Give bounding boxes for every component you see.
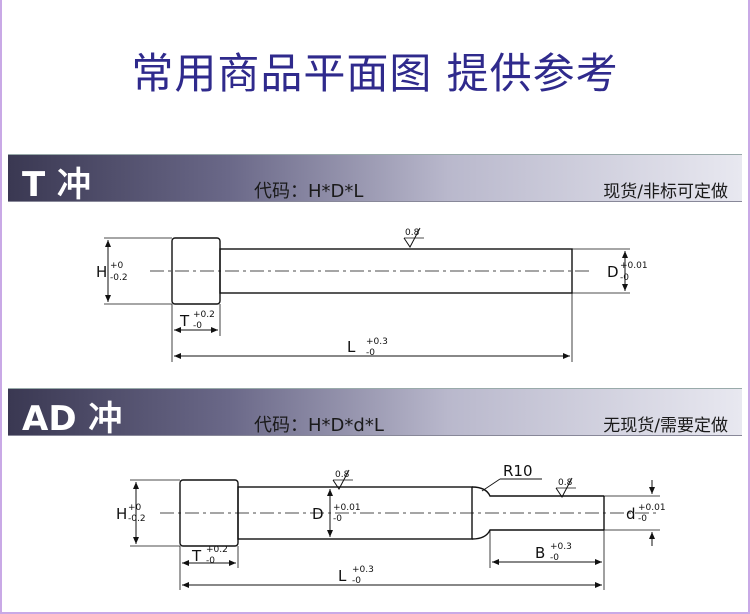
dim-t-label: T	[191, 547, 202, 565]
dim-h-lower: -0.2	[110, 273, 128, 283]
roughness-symbol	[555, 477, 573, 498]
dim-small-d-lower: -0	[638, 514, 647, 524]
roughness-value: 0.8	[405, 228, 420, 238]
dim-l-upper: +0.3	[366, 337, 388, 347]
fillet-top	[471, 486, 604, 497]
dim-t-upper: +0.2	[206, 545, 228, 555]
fillet-bottom	[471, 529, 604, 540]
section-name: T 冲	[22, 165, 92, 205]
page-title: 常用商品平面图 提供参考	[131, 49, 619, 98]
section-band-ad-punch: AD 冲 代码：H*D*d*L 无现货/需要定做	[8, 388, 742, 439]
fillet-radius-label: R10	[503, 462, 533, 480]
section-band-t-punch: T 冲 代码：H*D*L 现货/非标可定做	[8, 154, 742, 205]
dim-t-lower: -0	[206, 556, 215, 566]
dim-l-lower: -0	[352, 576, 361, 586]
section-code: 代码：H*D*L	[254, 181, 364, 202]
dim-h-upper: +0	[128, 503, 142, 513]
section-code: 代码：H*D*d*L	[254, 415, 384, 436]
dim-l-label: L	[347, 338, 356, 356]
dim-t-lower: -0	[193, 321, 202, 331]
dim-h-upper: +0	[110, 261, 124, 271]
dim-t-upper: +0.2	[193, 310, 215, 320]
dim-d-lower: -0	[620, 273, 629, 283]
dim-b-upper: +0.3	[550, 542, 572, 552]
t-punch-drawing	[104, 227, 630, 362]
dim-b-lower: -0	[550, 553, 559, 563]
section-stock-status: 现货/非标可定做	[603, 182, 728, 202]
dim-h-lower: -0.2	[128, 514, 146, 524]
dim-l-lower: -0	[366, 348, 375, 358]
dim-small-d-upper: +0.01	[638, 503, 666, 513]
section-name: AD 冲	[22, 399, 123, 439]
dim-t-label: T	[179, 312, 190, 330]
dim-d-upper: +0.01	[333, 503, 361, 513]
dim-d-label: D	[312, 505, 324, 523]
dim-d-lower: -0	[333, 514, 342, 524]
dim-d-upper: +0.01	[620, 261, 648, 271]
roughness-value: 0.8	[558, 478, 573, 488]
dim-l-upper: +0.3	[352, 565, 374, 575]
roughness-symbol	[332, 469, 350, 490]
roughness-value: 0.8	[335, 470, 350, 480]
ad-punch-drawing	[130, 469, 660, 590]
dim-b-label: B	[535, 544, 545, 562]
dim-l-label: L	[338, 567, 347, 585]
dim-h-label: H	[96, 263, 107, 281]
dim-h-label: H	[116, 505, 127, 523]
section-stock-status: 无现货/需要定做	[603, 416, 728, 436]
roughness-symbol	[403, 227, 421, 248]
dim-small-d-label: d	[626, 505, 636, 523]
dim-d-label: D	[607, 263, 619, 281]
